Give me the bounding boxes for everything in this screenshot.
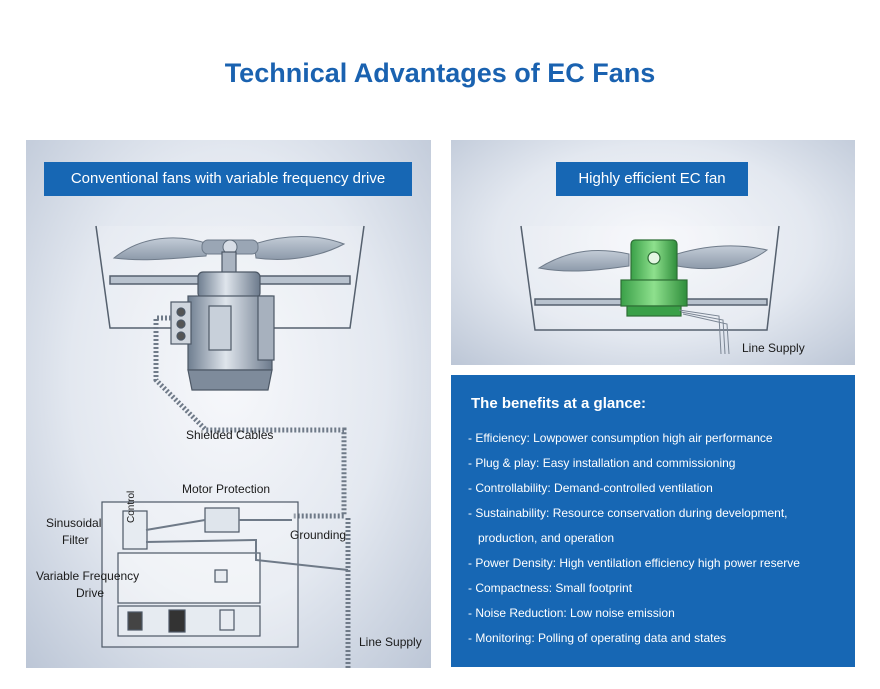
grounding-label: Grounding bbox=[290, 528, 347, 542]
shielded-cable bbox=[153, 315, 351, 668]
page-title: Technical Advantages of EC Fans bbox=[224, 58, 656, 88]
motor bbox=[170, 251, 275, 391]
benefits-panel: The benefits at a glance: - Efficiency: … bbox=[451, 375, 855, 667]
benefit-compactness: - Compactness: Small footprint bbox=[468, 581, 633, 595]
conventional-fan-diagram bbox=[95, 225, 365, 668]
conventional-fan-panel: Conventional fans with variable frequenc… bbox=[26, 140, 431, 668]
benefit-sustainability-continued-text: production, and operation bbox=[478, 531, 615, 545]
sinusoidal-filter-label-1: Sinusoidal bbox=[46, 516, 102, 530]
line-supply-label-left: Line Supply bbox=[359, 635, 422, 649]
benefit-power-density: - Power Density: High ventilation effici… bbox=[468, 556, 800, 570]
line-supply-label-right: Line Supply bbox=[742, 341, 805, 355]
shielded-cables-label: Shielded Cables bbox=[186, 428, 274, 442]
power-cable bbox=[678, 309, 730, 355]
ec-fan-banner: Highly efficient EC fan bbox=[556, 162, 748, 196]
fan-blade bbox=[112, 236, 346, 261]
conventional-fan-banner: Conventional fans with variable frequenc… bbox=[44, 162, 412, 196]
vfd-label-2: Drive bbox=[76, 586, 105, 600]
benefit-sustainability: - Sustainability: Resource conservation … bbox=[468, 506, 788, 520]
benefit-plug-and-play: - Plug & play: Easy installation and com… bbox=[468, 456, 736, 470]
benefit-noise-reduction: - Noise Reduction: Low noise emission bbox=[468, 606, 675, 620]
fan-blade bbox=[537, 245, 769, 272]
benefit-efficiency: - Efficiency: Lowpower consumption high … bbox=[468, 431, 773, 445]
vfd-label-1: Variable Frequency bbox=[36, 569, 140, 583]
sinusoidal-filter-label-2: Filter bbox=[62, 533, 89, 547]
benefits-list: - Efficiency: Lowpower consumption high … bbox=[468, 426, 848, 651]
benefit-monitoring: - Monitoring: Polling of operating data … bbox=[468, 631, 727, 645]
control-module-label: Control bbox=[126, 490, 137, 523]
ec-fan-panel: Highly efficient EC fan Line Supply bbox=[451, 140, 855, 365]
motor-protection-label: Motor Protection bbox=[182, 482, 271, 496]
benefit-sustainability-continued: production, and operation bbox=[468, 526, 848, 551]
ec-motor bbox=[620, 239, 688, 317]
ec-fan-diagram bbox=[520, 225, 780, 355]
benefit-controllability: - Controllability: Demand-controlled ven… bbox=[468, 481, 713, 495]
benefits-heading: The benefits at a glance: bbox=[471, 395, 647, 412]
control-cabinet bbox=[101, 501, 349, 648]
